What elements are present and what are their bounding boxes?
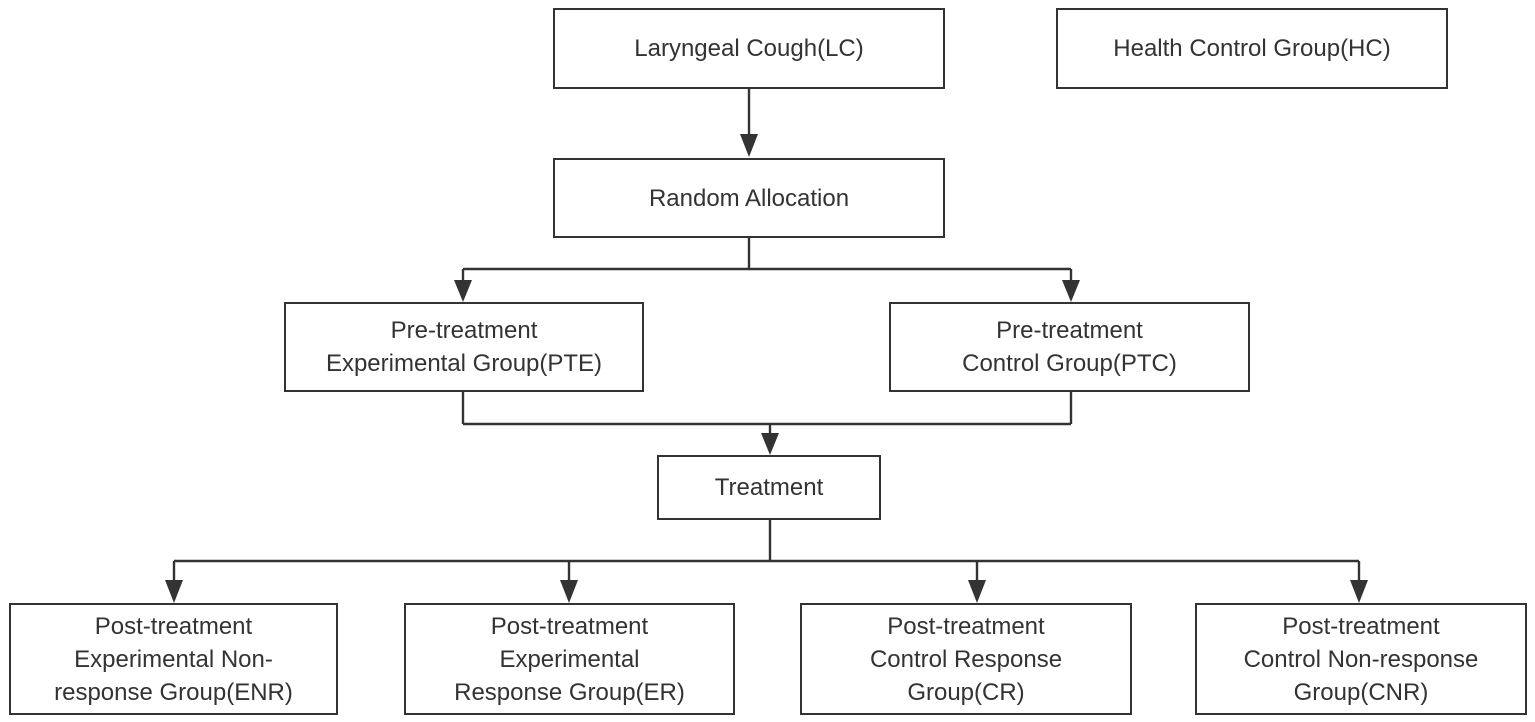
edge-treatment-to-cr (968, 561, 986, 603)
label-line: Group(CNR) (1293, 678, 1429, 706)
label-line: Experimental Group(PTE) (325, 350, 603, 377)
treatment-label: Treatment (715, 471, 823, 504)
label-line: Random Allocation (648, 184, 850, 212)
random-allocation-box: Random Allocation (553, 158, 945, 238)
edge-treatment-to-er (560, 561, 578, 603)
laryngeal-cough-label: Laryngeal Cough(LC) (634, 32, 863, 65)
label-line: Experimental Non- (74, 645, 273, 673)
health-control-group-box: Health Control Group(HC) (1056, 8, 1448, 89)
label-line: Pre-treatment (996, 317, 1143, 344)
label-line: Response Group(ER) (454, 678, 685, 706)
label-line: Group(CR) (907, 678, 1025, 706)
label-line: Post-treatment (490, 612, 649, 640)
label-line: Health Control Group(HC) (1113, 35, 1391, 62)
label-line: Laryngeal Cough(LC) (634, 35, 864, 62)
edge-ptc-to-treatment (770, 392, 1073, 426)
edge-random-allocation-split (463, 238, 1071, 271)
label-line: Post-treatment (887, 612, 1045, 640)
label-line: Post-treatment (94, 612, 253, 640)
treatment-box: Treatment (657, 455, 881, 520)
edge-merge-to-treatment (761, 424, 779, 455)
label-line: Pre-treatment (390, 317, 538, 344)
label-line: Control Non-response (1243, 645, 1479, 673)
label-line: Control Group(PTC) (962, 350, 1177, 377)
label-line: Control Response (869, 645, 1063, 673)
laryngeal-cough-box: Laryngeal Cough(LC) (553, 8, 945, 89)
edge-random-allocation-to-pte (454, 269, 472, 302)
random-allocation-label: Random Allocation (649, 182, 849, 215)
edge-treatment-split (174, 520, 1359, 563)
edge-random-allocation-to-ptc (1062, 269, 1080, 302)
edge-lc-to-random-allocation (740, 89, 758, 157)
label-line: Experimental (499, 645, 640, 673)
edge-treatment-to-cnr (1350, 561, 1368, 603)
edge-treatment-to-enr (165, 561, 183, 603)
label-line: Post-treatment (1282, 612, 1440, 640)
label-line: Treatment (714, 474, 824, 501)
label-line: response Group(ENR) (54, 678, 293, 706)
edge-pte-to-treatment (461, 392, 770, 426)
health-control-group-label: Health Control Group(HC) (1113, 32, 1390, 65)
